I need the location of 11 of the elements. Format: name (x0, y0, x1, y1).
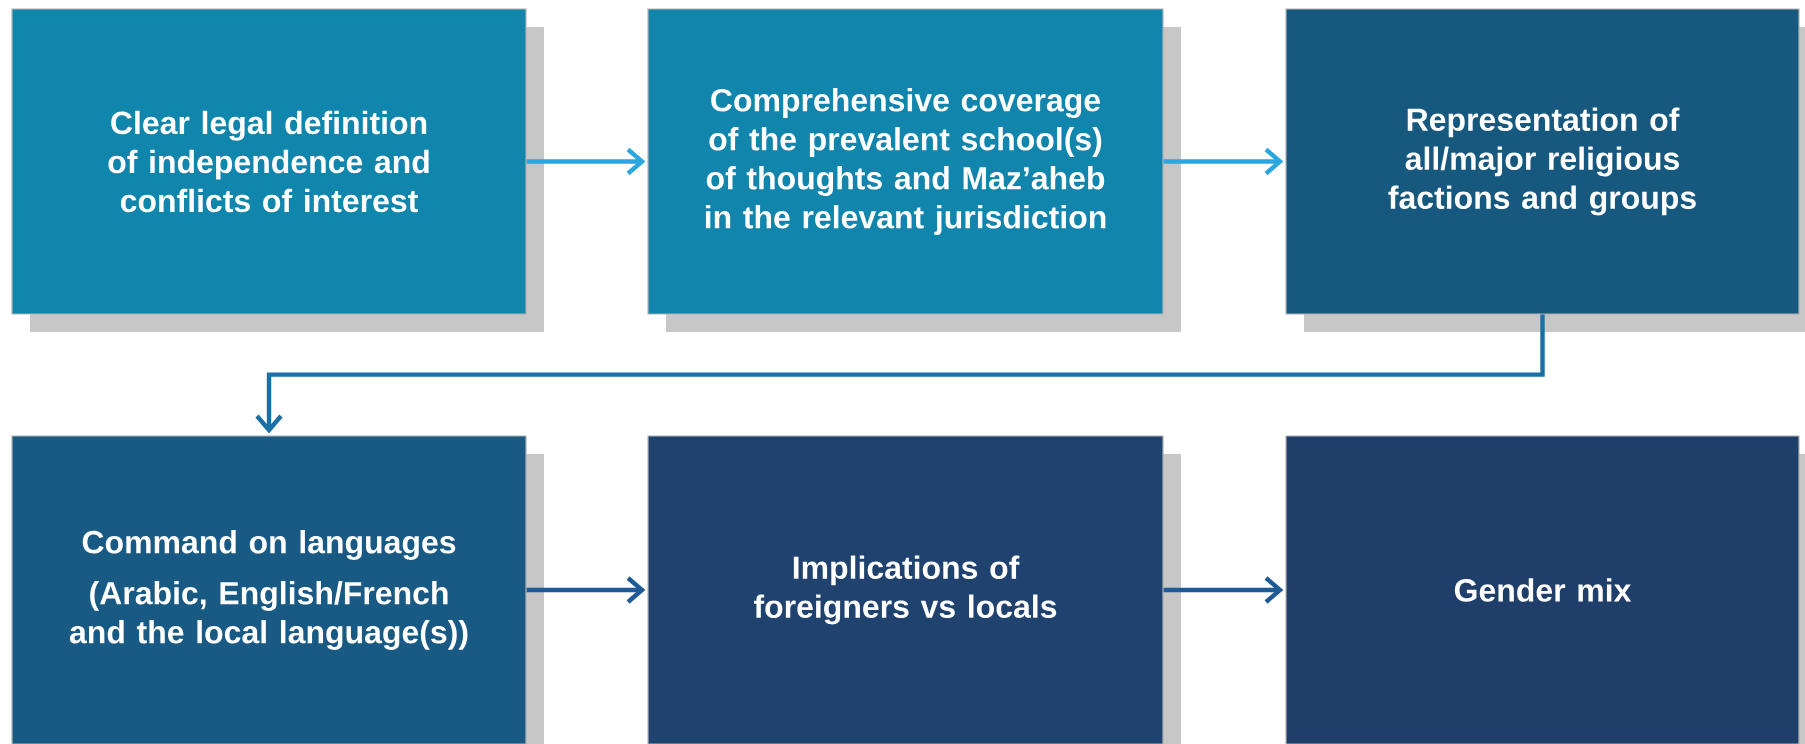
process-box: Command on languages (Arabic, English/French and the local language(s)) (11, 435, 544, 744)
process-box: Implications of foreigners vs locals (647, 435, 1181, 744)
process-box: Gender mix (1285, 435, 1805, 744)
arrow (1163, 147, 1284, 176)
process-box: Representation of all/major religious factions and groups (1285, 8, 1805, 332)
arrow (255, 314, 1545, 434)
arrow (526, 147, 646, 176)
arrow (526, 576, 646, 604)
arrow (1163, 576, 1284, 604)
process-box: Clear legal definition of independence and conflicts of interest (11, 8, 544, 332)
process-box: Comprehensive coverage of the prevalent school(s) of thoughts and Maz’aheb in the relevant jurisdiction (647, 8, 1181, 332)
